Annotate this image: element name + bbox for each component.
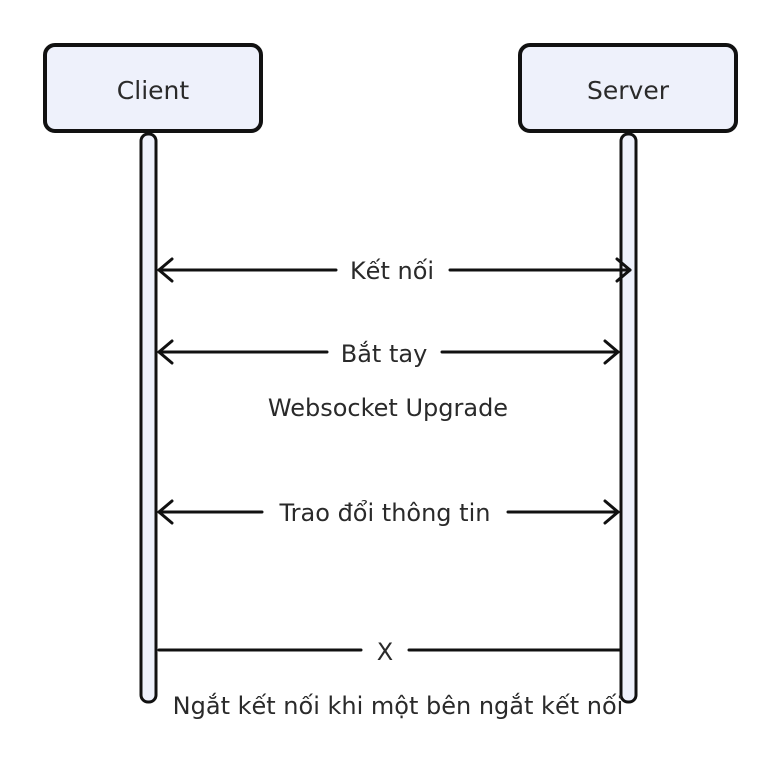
disconnect-note: Ngắt kết nối khi một bên ngắt kết nối	[173, 691, 624, 720]
message-handshake: Bắt tay Websocket Upgrade	[157, 339, 620, 422]
connect-arrowhead-right	[615, 257, 632, 283]
client-lifeline	[139, 132, 158, 704]
exchange-arrowhead-left	[157, 499, 174, 525]
message-exchange: Trao đổi thông tin	[157, 499, 620, 527]
disconnect-label: X	[377, 638, 393, 666]
handshake-arrowhead-left	[157, 339, 174, 365]
connect-label: Kết nối	[350, 257, 434, 285]
connect-arrowhead-left	[157, 257, 174, 283]
message-connect: Kết nối	[157, 257, 632, 285]
message-disconnect: X Ngắt kết nối khi một bên ngắt kết nối	[157, 638, 624, 720]
client-label: Client	[117, 76, 190, 105]
participant-server: Server	[518, 43, 738, 133]
client-box	[43, 43, 263, 133]
server-label: Server	[587, 76, 670, 105]
handshake-arrowhead-right	[603, 339, 620, 365]
exchange-label: Trao đổi thông tin	[279, 499, 491, 527]
handshake-note: Websocket Upgrade	[268, 394, 508, 422]
server-box	[518, 43, 738, 133]
server-lifeline	[619, 132, 638, 704]
handshake-label: Bắt tay	[341, 339, 428, 368]
exchange-arrowhead-right	[603, 499, 620, 525]
participant-client: Client	[43, 43, 263, 133]
